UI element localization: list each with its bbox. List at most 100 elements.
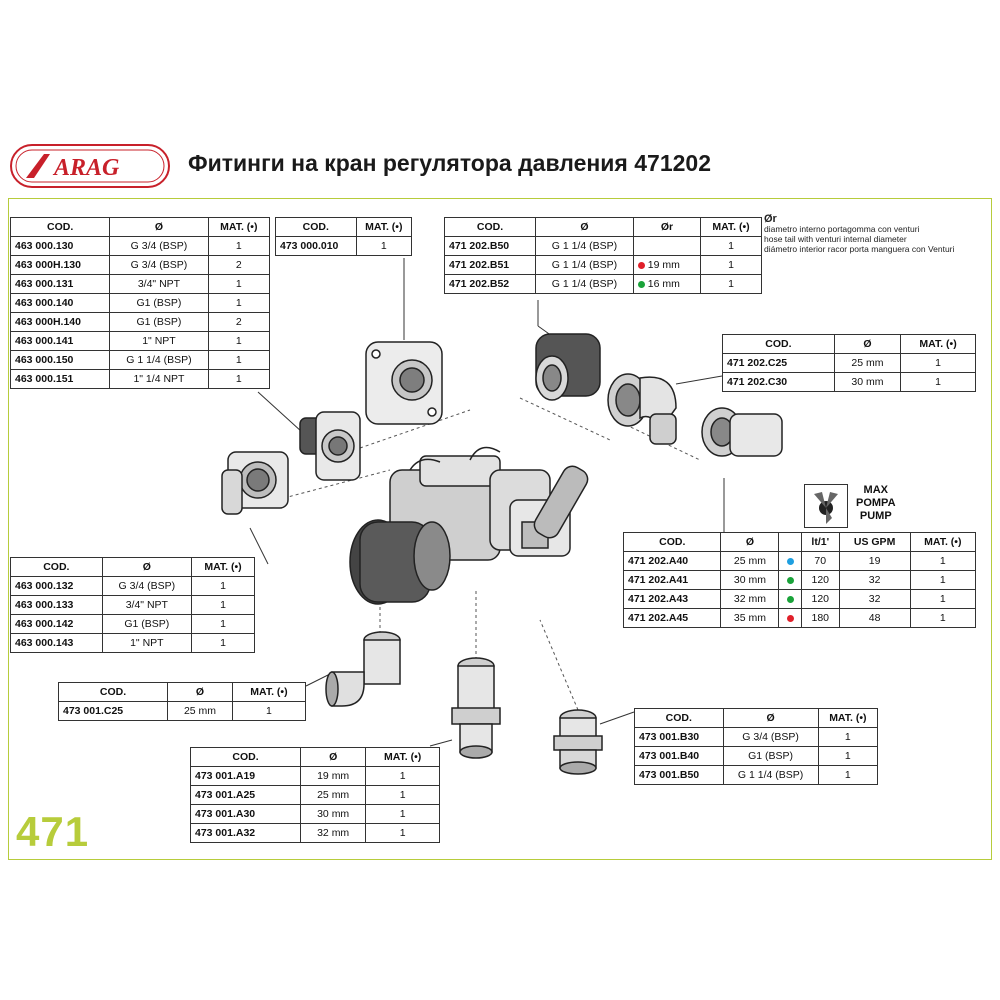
material: 1	[207, 293, 271, 313]
pump-label: PUMP	[859, 510, 892, 522]
diameter: G 1 1/4 (BSP)	[535, 274, 634, 294]
diameter: G 3/4 (BSP)	[109, 255, 209, 275]
column-header: COD.	[722, 334, 835, 354]
material: 1	[365, 804, 440, 824]
column-header: COD.	[190, 747, 301, 767]
material: 1	[207, 350, 271, 370]
material: 1	[207, 369, 271, 389]
product-code: 473 001.A19	[190, 766, 301, 786]
material: 1	[817, 765, 879, 785]
inner-diameter	[632, 236, 702, 256]
column-header: COD.	[10, 557, 103, 577]
column-header: lt/1'	[800, 532, 840, 552]
material: 1	[909, 608, 977, 628]
status-dot-green	[786, 595, 794, 603]
material: 1	[909, 589, 977, 609]
column-header: COD.	[444, 217, 536, 237]
flow-us-gpm: 48	[838, 608, 911, 628]
product-code: 463 000.132	[10, 576, 103, 596]
diameter: 35 mm	[720, 608, 780, 628]
page-title: Фитинги на кран регулятора давления 4712…	[188, 150, 711, 176]
diameter: 32 mm	[720, 589, 780, 609]
color-dot	[778, 551, 802, 571]
series-number: 471	[16, 808, 90, 855]
material: 1	[365, 785, 440, 805]
note-line: diámetro interior racor porta manguera c…	[764, 244, 955, 254]
diameter: 1" NPT	[109, 331, 209, 351]
product-code: 471 202.C30	[722, 372, 835, 392]
diameter: 1" NPT	[101, 633, 192, 653]
material: 2	[207, 312, 271, 332]
column-header	[778, 532, 802, 552]
material: 2	[207, 255, 271, 275]
column-header: US GPM	[838, 532, 911, 552]
material: 1	[207, 331, 271, 351]
material: 1	[900, 372, 976, 392]
diameter: G 3/4 (BSP)	[101, 576, 192, 596]
material: 1	[700, 274, 762, 294]
material: 1	[190, 576, 256, 596]
product-code: 463 000.151	[9, 369, 111, 389]
material: 1	[365, 823, 440, 843]
product-code: 471 202.A40	[622, 551, 722, 571]
product-code: 473 001.B40	[634, 746, 724, 766]
column-header: MAT. (•)	[365, 747, 440, 767]
product-code: 463 000.142	[10, 614, 103, 634]
product-code: 471 202.B51	[444, 255, 536, 275]
product-code: 473 001.A25	[190, 785, 301, 805]
diameter: G 1 1/4 (BSP)	[535, 255, 634, 275]
column-header: COD.	[275, 217, 357, 237]
product-code: 473 001.C25	[57, 701, 169, 721]
material: 1	[700, 236, 762, 256]
status-dot-blue	[786, 557, 794, 565]
pump-icon	[804, 484, 848, 528]
diameter: 1" 1/4 NPT	[109, 369, 209, 389]
material: 1	[909, 551, 977, 571]
product-code: 463 000.141	[9, 331, 111, 351]
column-header: Ø	[535, 217, 634, 237]
flow-us-gpm: 19	[838, 551, 911, 571]
diameter: G 3/4 (BSP)	[109, 236, 209, 256]
material: 1	[190, 595, 256, 615]
column-header: Ø	[720, 532, 780, 552]
column-header: Ø	[101, 557, 192, 577]
diameter: 25 mm	[833, 353, 902, 373]
max-pump-header: MAX POMPA PUMP	[800, 482, 920, 532]
diameter: 30 mm	[833, 372, 902, 392]
status-dot-red	[637, 261, 645, 269]
flow-us-gpm: 32	[838, 570, 911, 590]
column-header: MAT. (•)	[231, 682, 307, 702]
product-code: 463 000H.130	[9, 255, 111, 275]
page-header: ARAG Фитинги на кран регулятора давления…	[10, 142, 870, 194]
product-code: 471 202.B50	[444, 236, 536, 256]
product-code: 471 202.A45	[622, 608, 722, 628]
flow-lt-min: 120	[800, 570, 840, 590]
column-header: MAT. (•)	[817, 708, 879, 728]
inner-diameter: 19 mm	[632, 255, 702, 275]
